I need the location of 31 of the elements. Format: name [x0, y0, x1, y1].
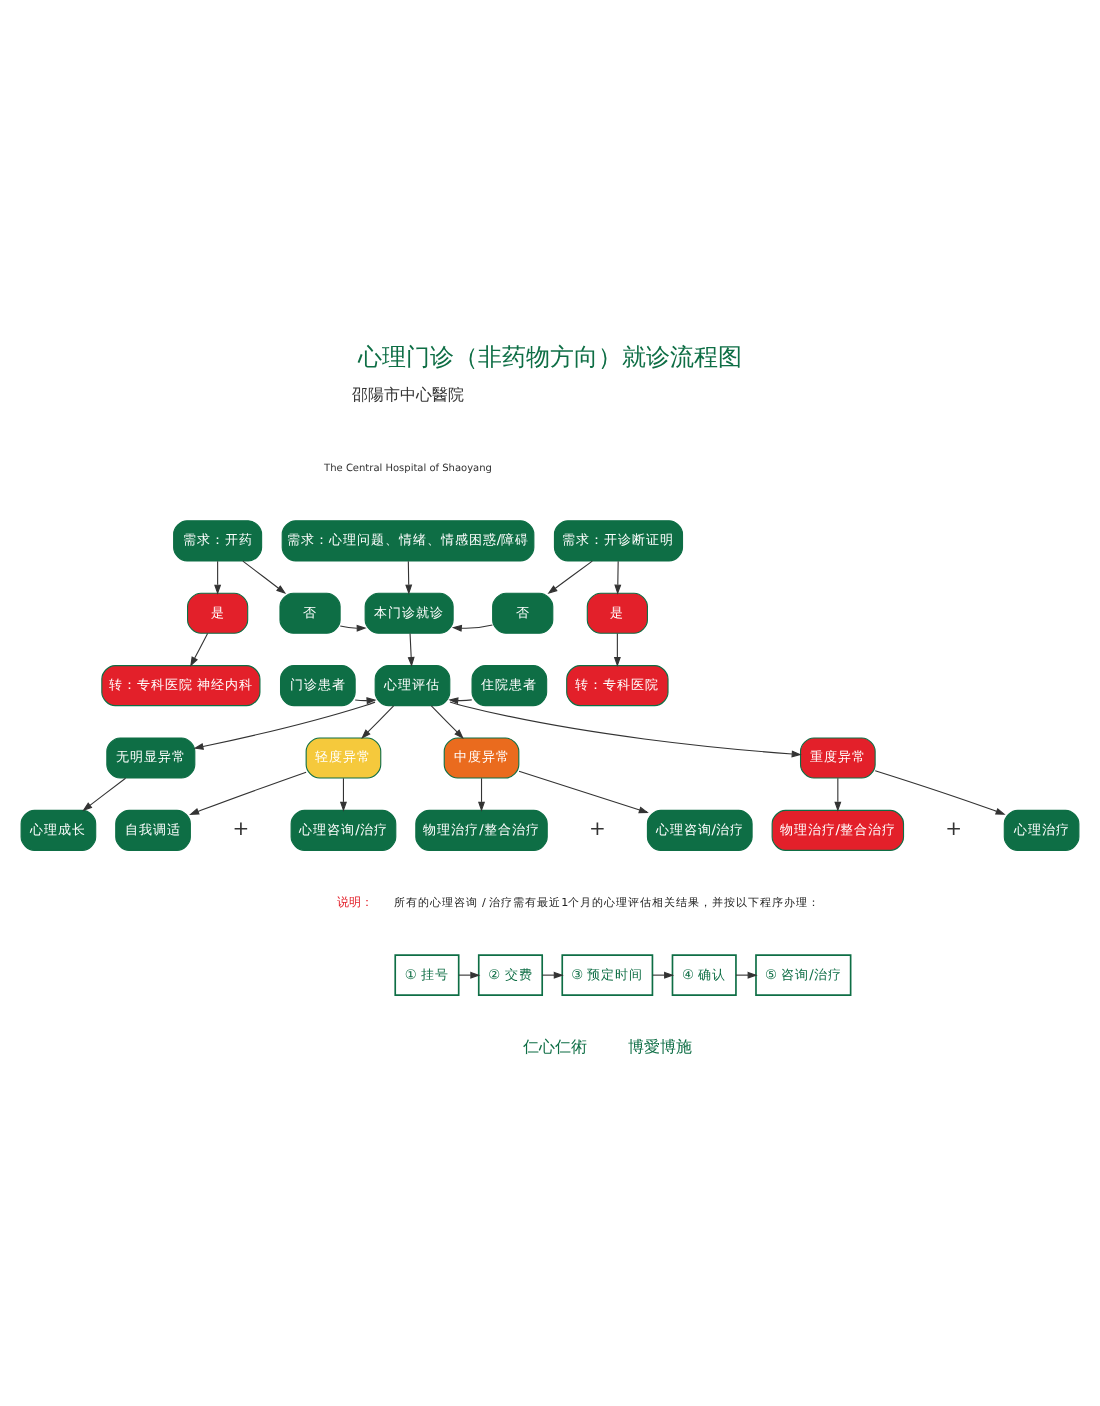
arrow: [541, 970, 564, 978]
arrow: [547, 559, 593, 593]
arrow: [242, 559, 287, 593]
arrow: [82, 776, 127, 811]
arrow: [430, 704, 464, 738]
arrow: [339, 776, 347, 811]
arrow: [193, 700, 376, 749]
label: +: [945, 818, 963, 841]
arrow: [458, 970, 481, 978]
arrow: [735, 970, 758, 978]
arrow: [518, 769, 649, 813]
arrow: [451, 623, 493, 631]
arrow: [190, 632, 209, 666]
arrow: [189, 770, 307, 814]
arrow: [834, 776, 842, 811]
arrow: [405, 559, 413, 594]
arrow: [652, 970, 675, 978]
arrow: [478, 776, 486, 811]
arrow: [339, 623, 367, 631]
arrow: [874, 769, 1006, 814]
diagram-title: 心理门诊（非药物方向）就诊流程图: [358, 341, 742, 370]
arrow: [449, 700, 802, 757]
arrow: [613, 632, 621, 667]
arrow: [361, 704, 395, 738]
arrow: [614, 559, 622, 594]
arrow: [448, 696, 473, 704]
arrow: [354, 696, 377, 704]
arrow: [407, 632, 415, 667]
arrow: [214, 559, 222, 594]
label: +: [232, 818, 250, 841]
label: +: [588, 818, 606, 841]
